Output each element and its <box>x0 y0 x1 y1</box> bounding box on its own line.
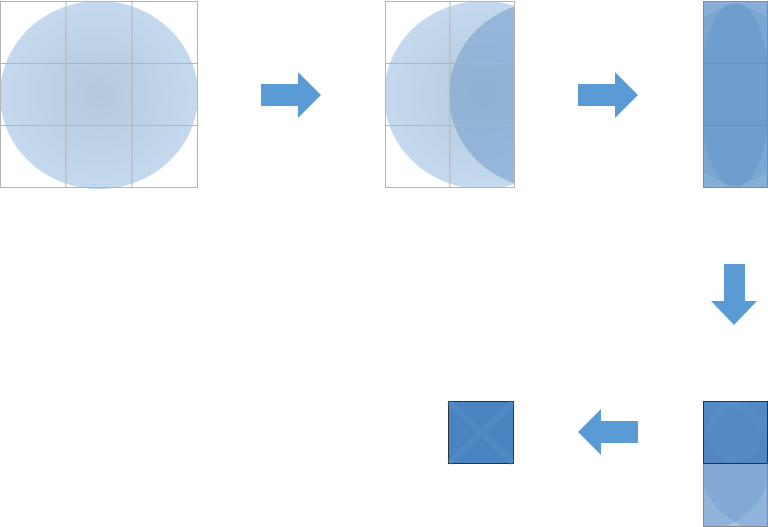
arrow-down-icon <box>711 264 757 325</box>
step-2-grid <box>385 1 515 188</box>
arrow-left-icon <box>578 409 638 455</box>
step-2-fold-flap <box>449 6 515 184</box>
step-3-folded-strip <box>703 1 768 188</box>
step-2-folded-half <box>385 1 515 188</box>
step-1-grid <box>0 1 198 188</box>
step-4-folded-strip <box>703 401 768 527</box>
arrow-right-icon <box>261 72 321 118</box>
step-5-final-square <box>446 399 516 466</box>
step-1-circle <box>0 1 198 189</box>
arrow-right-icon <box>578 72 638 118</box>
step-1-circle-on-grid <box>0 1 198 189</box>
